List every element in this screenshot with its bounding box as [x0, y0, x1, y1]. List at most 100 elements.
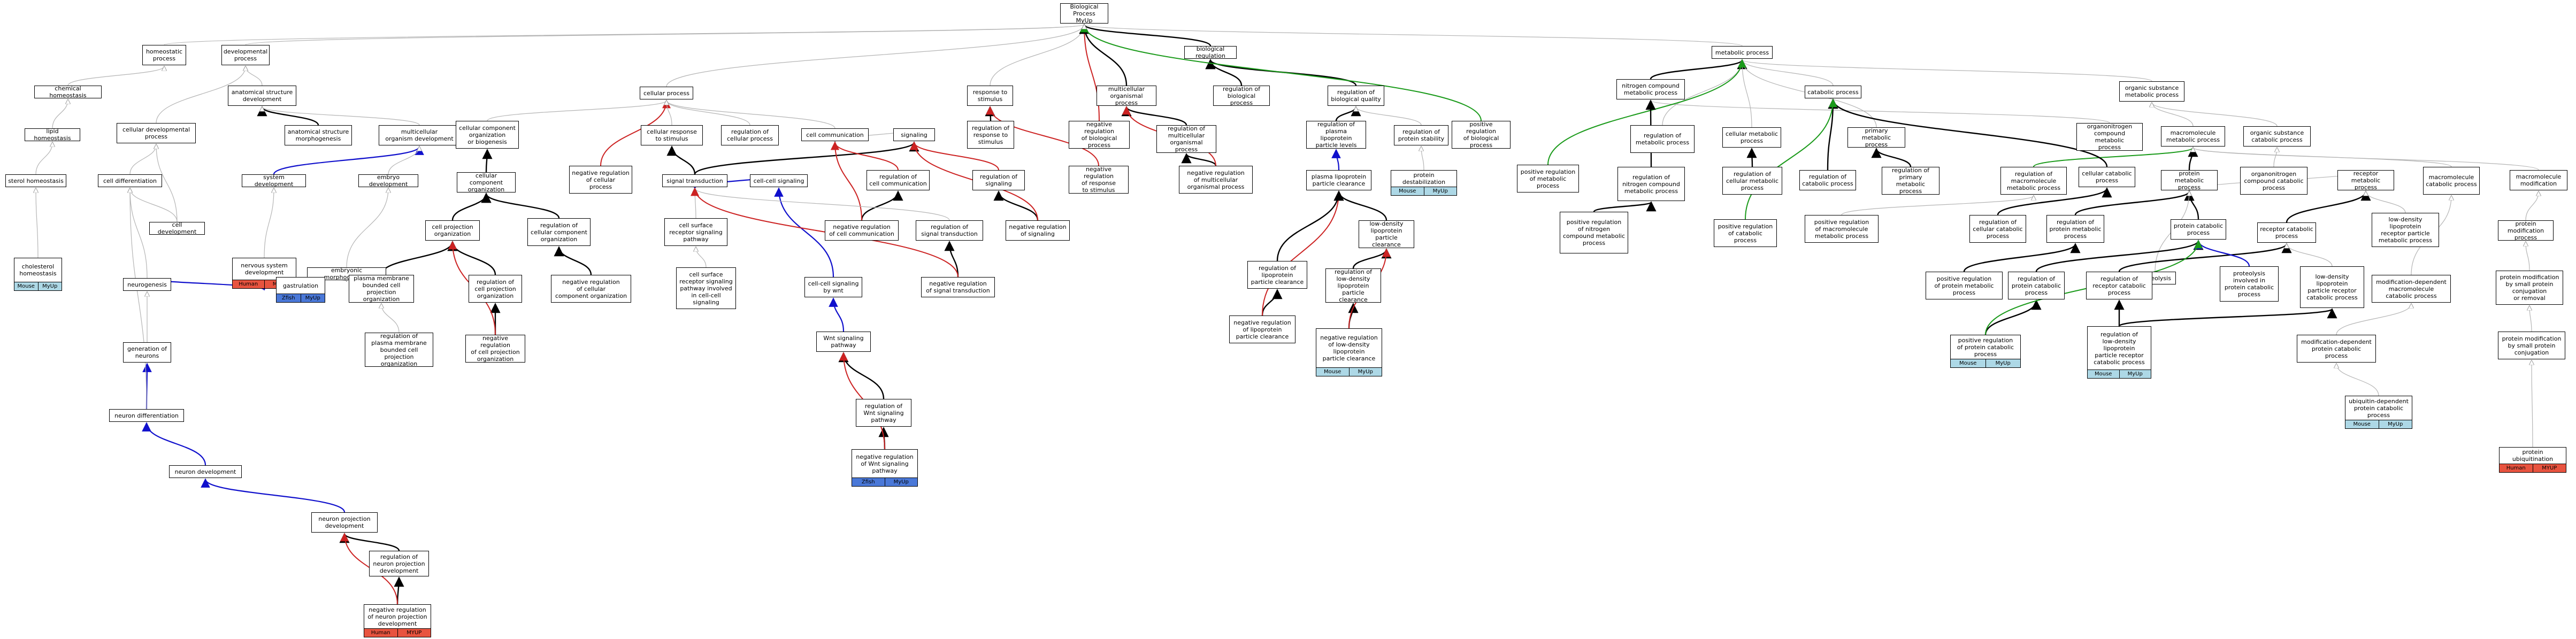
go-term-negregcellproc[interactable]: negative regulation of cellular process — [569, 166, 632, 194]
go-term-moddepcat[interactable]: modification-dependent macromolecule cat… — [2372, 275, 2451, 303]
go-term-regmacromol[interactable]: regulation of macromolecule metabolic pr… — [2000, 167, 2067, 195]
go-term-neurprojdev[interactable]: neuron projection development — [311, 512, 378, 533]
go-term-anatmorph[interactable]: anatomical structure morphogenesis — [285, 125, 352, 145]
go-term-negregcellcomporg[interactable]: negative regulation of cellular componen… — [551, 275, 631, 303]
go-term-regnitro[interactable]: regulation of nitrogen compound metaboli… — [1617, 167, 1685, 201]
go-term-negregcellprojorg[interactable]: negative regulation of cell projection o… — [465, 335, 525, 363]
go-term-biolreg[interactable]: biological regulation — [1184, 45, 1237, 59]
go-term-regldlclear[interactable]: regulation of low-density lipoprotein pa… — [1325, 268, 1381, 303]
go-term-macromolcat[interactable]: macromolecule catabolic process — [2423, 167, 2480, 195]
go-term-primmetab[interactable]: primary metabolic process — [1847, 127, 1905, 148]
go-term-macromolmod[interactable]: macromolecule modification — [2510, 170, 2567, 190]
go-term-cellresp[interactable]: cellular response to stimulus — [641, 125, 703, 145]
go-term-ubdep[interactable]: ubiquitin-dependent protein catabolic pr… — [2345, 396, 2412, 429]
go-term-cellprojorg[interactable]: cell projection organization — [425, 220, 480, 241]
go-term-posregbp[interactable]: positive regulation of biological proces… — [1452, 121, 1511, 149]
go-term-regbq[interactable]: regulation of biological quality — [1328, 86, 1384, 106]
go-term-negregmultiorg[interactable]: negative regulation of multicellular org… — [1179, 166, 1253, 194]
go-term-protcatab[interactable]: protein catabolic process — [2171, 219, 2226, 240]
go-term-cellproc[interactable]: cellular process — [640, 87, 693, 99]
go-term-organsubstcat[interactable]: organic substance catabolic process — [2243, 126, 2311, 147]
go-term-pmbcpo[interactable]: plasma membrane bounded cell projection … — [349, 275, 414, 303]
go-term-regplasmalipo[interactable]: regulation of plasma lipoprotein particl… — [1306, 121, 1366, 149]
go-term-regprotcatab[interactable]: regulation of protein catabolic process — [2008, 272, 2065, 299]
go-term-negregwnt[interactable]: negative regulation of Wnt signaling pat… — [852, 449, 918, 487]
go-term-regpmbcpo[interactable]: regulation of plasma membrane bounded ce… — [365, 333, 433, 367]
go-term-sigtrans[interactable]: signal transduction — [662, 174, 727, 187]
go-term-respstim[interactable]: response to stimulus — [967, 86, 1013, 106]
go-term-celldevproc[interactable]: cellular developmental process — [117, 123, 196, 143]
go-term-negregsig[interactable]: negative regulation of signaling — [1006, 220, 1070, 241]
go-term-sterolhomeo[interactable]: sterol homeostasis — [5, 174, 66, 187]
go-term-plasmalipoclear[interactable]: plasma lipoprotein particle clearance — [1306, 170, 1371, 190]
go-term-regcellproc[interactable]: regulation of cellular process — [721, 125, 779, 145]
go-term-protmodconj[interactable]: protein modification by small protein co… — [2496, 271, 2563, 305]
go-term-regprimmetab[interactable]: regulation of primary metabolic process — [1882, 167, 1939, 195]
go-term-organonitro[interactable]: organonitrogen compound metabolic proces… — [2076, 123, 2143, 151]
go-term-signaling[interactable]: signaling — [893, 128, 935, 141]
go-term-regwnt[interactable]: regulation of Wnt signaling pathway — [856, 399, 911, 427]
go-term-wnt[interactable]: Wnt signaling pathway — [816, 332, 871, 352]
go-term-negregldlclear[interactable]: negative regulation of low-density lipop… — [1316, 328, 1382, 376]
go-term-neurdiff[interactable]: neuron differentiation — [109, 409, 184, 422]
go-term-negregcellcomm[interactable]: negative regulation of cell communicatio… — [825, 220, 899, 241]
go-term-protmodconj2[interactable]: protein modification by small protein co… — [2498, 332, 2565, 359]
go-term-posregnitro[interactable]: positive regulation of nitrogen compound… — [1560, 212, 1628, 253]
go-term-receptcatab[interactable]: receptor catabolic process — [2257, 222, 2316, 243]
go-term-macromol[interactable]: macromolecule metabolic process — [2161, 126, 2225, 147]
go-term-regprotstab[interactable]: regulation of protein stability — [1394, 125, 1448, 145]
go-term-embdev[interactable]: embryo development — [358, 174, 418, 188]
go-term-multidev[interactable]: multicellular organism development — [379, 125, 460, 145]
go-term-regcellcomm[interactable]: regulation of cell communication — [867, 170, 930, 190]
go-term-genneur[interactable]: generation of neurons — [123, 342, 171, 363]
go-term-metab[interactable]: metabolic process — [1712, 46, 1773, 59]
go-term-negregrespstim[interactable]: negative regulation of response to stimu… — [1069, 166, 1129, 194]
go-term-posregprotcatab2[interactable]: positive regulation of protein catabolic… — [1950, 335, 2021, 368]
go-term-proteolysiscatab[interactable]: proteolysis involved in protein cataboli… — [2220, 266, 2279, 302]
go-term-bp[interactable]: Biological Process MyUp — [1060, 3, 1108, 24]
go-term-cellcellsig[interactable]: cell-cell signaling — [750, 174, 808, 187]
go-term-cellcomp[interactable]: cellular component organization or bioge… — [456, 121, 519, 149]
go-term-ldlrmetab[interactable]: low-density lipoprotein receptor particl… — [2372, 213, 2439, 247]
go-term-cellcomm[interactable]: cell communication — [801, 128, 869, 141]
go-term-negreglipoclear[interactable]: negative regulation of lipoprotein parti… — [1229, 315, 1295, 343]
go-term-csrspcc[interactable]: cell surface receptor signaling pathway … — [676, 267, 736, 309]
go-term-protmod[interactable]: protein modification process — [2498, 220, 2554, 241]
go-term-chemhomeo[interactable]: chemical homeostasis — [34, 85, 102, 99]
go-term-moddepprot[interactable]: modification-dependent protein catabolic… — [2297, 335, 2376, 363]
go-term-negregsigtrans[interactable]: negative regulation of signal transducti… — [921, 277, 995, 297]
go-term-regneurprojdev[interactable]: regulation of neuron projection developm… — [369, 551, 429, 576]
go-term-celldev[interactable]: cell development — [149, 221, 205, 235]
go-term-regmetab[interactable]: regulation of metabolic process — [1630, 125, 1695, 153]
go-term-anatdev[interactable]: anatomical structure development — [228, 86, 296, 106]
go-term-regcellprojorg[interactable]: regulation of cell projection organizati… — [469, 275, 522, 303]
go-term-sysdev[interactable]: system development — [242, 174, 306, 188]
go-term-regldlrcatab[interactable]: regulation of low-density lipoprotein pa… — [2087, 326, 2151, 379]
go-term-regcellcatab[interactable]: regulation of cellular catabolic process — [1969, 215, 2026, 243]
go-term-regreceptcatab[interactable]: regulation of receptor catabolic process — [2086, 272, 2152, 299]
go-term-posregcatab[interactable]: positive regulation of catabolic process — [1714, 219, 1777, 247]
go-term-csrsp[interactable]: cell surface receptor signaling pathway — [664, 218, 727, 246]
go-term-regcellcomporg[interactable]: regulation of cellular component organiz… — [527, 218, 591, 246]
go-term-catab[interactable]: catabolic process — [1805, 86, 1861, 98]
go-term-organsubst[interactable]: organic substance metabolic process — [2119, 81, 2184, 102]
go-term-ldlrcatab[interactable]: low-density lipoprotein particle recepto… — [2300, 266, 2364, 308]
go-term-multiorg[interactable]: multicellular organismal process — [1097, 86, 1156, 106]
go-term-negregbp[interactable]: negative regulation of biological proces… — [1069, 121, 1130, 149]
go-term-neurdev[interactable]: neuron development — [169, 465, 242, 478]
go-term-cellcomporg[interactable]: cellular component organization — [457, 172, 516, 193]
go-term-neurogen[interactable]: neurogenesis — [123, 278, 171, 291]
go-term-ldlclear[interactable]: low-density lipoprotein particle clearan… — [1359, 220, 1414, 248]
go-term-posregprotcatab[interactable]: positive regulation of protein metabolic… — [1926, 272, 2003, 299]
go-term-posregmacromol[interactable]: positive regulation of macromolecule met… — [1805, 215, 1879, 243]
go-term-regrespstim[interactable]: regulation of response to stimulus — [967, 121, 1014, 149]
go-term-reglipoclear[interactable]: regulation of lipoprotein particle clear… — [1247, 261, 1307, 289]
go-term-cellmetab[interactable]: cellular metabolic process — [1722, 127, 1781, 148]
go-term-regsig[interactable]: regulation of signaling — [972, 170, 1025, 190]
go-term-recepmetab[interactable]: receptor metabolic process — [2337, 170, 2394, 191]
